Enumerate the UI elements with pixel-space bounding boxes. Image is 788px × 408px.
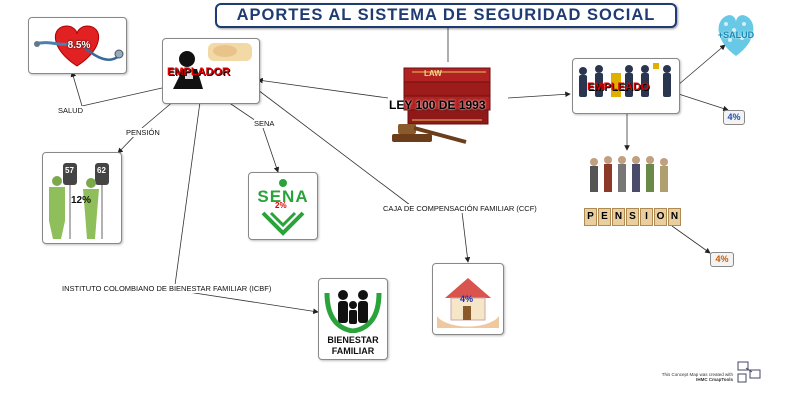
line-ley-empleado bbox=[507, 91, 571, 99]
elderly-couple-signs-icon bbox=[49, 163, 109, 239]
link-label-salud: SALUD bbox=[58, 106, 84, 115]
empleador-node[interactable]: EMPLADOR bbox=[162, 38, 260, 104]
line-empleador-icbf bbox=[174, 101, 201, 286]
salud-heart-logo-icon bbox=[718, 15, 754, 56]
link-label-sena: SENA bbox=[254, 119, 275, 128]
line-empleado-salud bbox=[677, 44, 726, 86]
employer-icon bbox=[173, 43, 252, 89]
line-sena-logo bbox=[261, 124, 280, 173]
salud-value: 8.5% bbox=[67, 40, 91, 51]
line-salud-heart bbox=[70, 71, 83, 107]
sign-a: 57 bbox=[65, 166, 74, 175]
cmaptools-credit: This Concept Map was created with IHMC C… bbox=[655, 372, 733, 382]
sena-value: 2% bbox=[275, 201, 287, 210]
pension-people-icon bbox=[590, 156, 668, 192]
sena-text: SENA bbox=[257, 187, 309, 206]
line-pension-pct bbox=[671, 225, 711, 254]
link-label-icbf: INSTITUTO COLOMBIANO DE BIENESTAR FAMILI… bbox=[62, 284, 272, 293]
line-ccf-house bbox=[461, 211, 471, 263]
line-empleador-salud bbox=[81, 87, 163, 107]
cmaptools-logo-icon bbox=[737, 361, 761, 383]
empleado-pct-badge[interactable]: 4% bbox=[723, 110, 745, 125]
sena-node[interactable]: SENA 2% bbox=[248, 172, 318, 240]
pension-blocks-node[interactable]: P E N S I O N bbox=[584, 150, 681, 232]
ccf-value: 4% bbox=[460, 294, 474, 304]
pension-letter: I bbox=[640, 208, 653, 226]
link-label-ccf: CAJA DE COMPENSACIÓN FAMILIAR (CCF) bbox=[383, 204, 537, 213]
law-book-text: LAW bbox=[424, 69, 442, 78]
credit-line2: IHMC CmapTools bbox=[696, 377, 733, 382]
line-empleador-ccf bbox=[257, 89, 411, 206]
house-hands-icon bbox=[437, 278, 499, 328]
ley-node[interactable]: LAW LEY 100 DE 1993 bbox=[386, 62, 510, 150]
heart-stethoscope-icon bbox=[34, 25, 124, 67]
bienestar-familiar-logo-icon bbox=[324, 290, 382, 334]
icbf-line1: BIENESTAR bbox=[327, 335, 379, 345]
sena-logo-icon bbox=[261, 179, 305, 236]
icbf-line2: FAMILIAR bbox=[331, 346, 375, 356]
page-title: APORTES AL SISTEMA DE SEGURIDAD SOCIAL bbox=[215, 3, 677, 28]
pension-value: 12% bbox=[71, 195, 92, 206]
pension-letter: N bbox=[668, 208, 681, 226]
line-ley-empleador bbox=[257, 77, 389, 99]
sign-b: 62 bbox=[97, 166, 106, 175]
empleador-label: EMPLADOR bbox=[167, 66, 230, 78]
workers-icon bbox=[579, 63, 671, 97]
ley-label: LEY 100 DE 1993 bbox=[389, 98, 486, 112]
empleado-label: EMPLEADO bbox=[587, 81, 650, 93]
mas-salud-text: +SALUD bbox=[717, 30, 755, 40]
line-empleador-pension bbox=[141, 99, 176, 129]
pension-node[interactable]: 57 62 12% bbox=[42, 152, 122, 244]
line-icbf-logo bbox=[174, 289, 319, 315]
credit-line1: This Concept Map was created with bbox=[661, 372, 733, 377]
mas-salud-node[interactable]: +SALUD bbox=[710, 8, 762, 60]
link-label-pension: PENSIÓN bbox=[126, 128, 160, 137]
ccf-house-node[interactable]: 4% bbox=[432, 263, 504, 335]
pension-letter: N bbox=[612, 208, 625, 226]
empleado-node[interactable]: EMPLEADO bbox=[572, 58, 680, 114]
icbf-node[interactable]: BIENESTAR FAMILIAR bbox=[318, 278, 388, 360]
pension-letter: P bbox=[584, 208, 597, 226]
pension-letter: E bbox=[598, 208, 611, 226]
pension-letter: O bbox=[654, 208, 667, 226]
pension-letter-blocks: P E N S I O N bbox=[584, 208, 681, 226]
salud-heart-node[interactable]: 8.5% bbox=[28, 17, 127, 74]
pension-pct-badge[interactable]: 4% bbox=[710, 252, 734, 267]
law-books-gavel-icon bbox=[392, 67, 491, 144]
pension-letter: S bbox=[626, 208, 639, 226]
